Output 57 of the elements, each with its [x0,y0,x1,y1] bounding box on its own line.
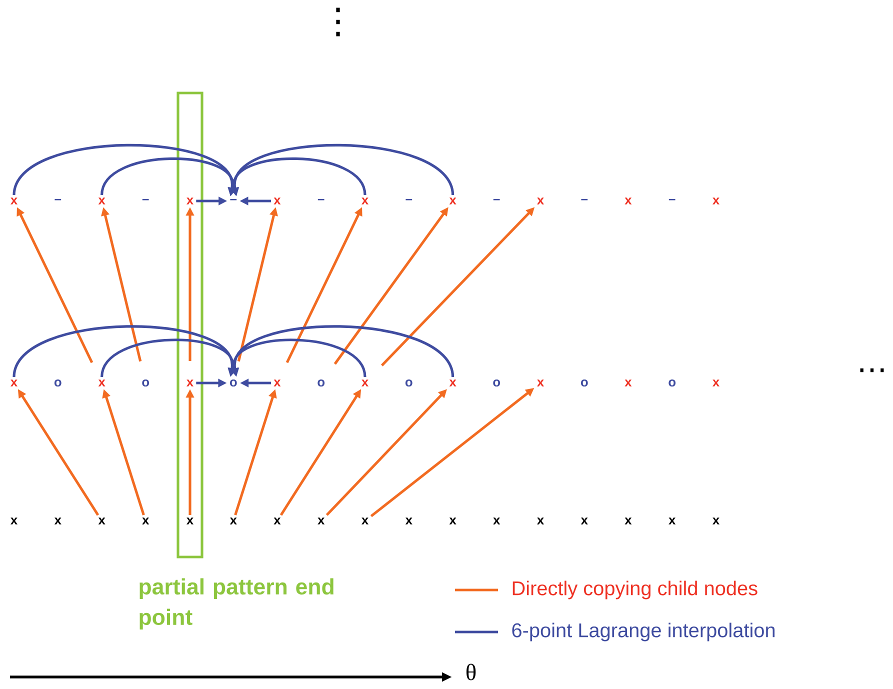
cross-mark: x [712,518,720,524]
dash-mark: – [54,198,62,200]
cross-mark: x [186,518,194,524]
cross-mark: x [98,518,106,524]
cross-mark: x [580,518,588,524]
dash-mark: – [230,198,237,200]
cross-mark: x [449,380,456,386]
ellipsis-mark: ⋯ [860,368,884,372]
dash-mark: – [318,198,324,200]
axis-label: θ [466,664,476,680]
circle-mark: o [54,379,62,387]
dash-mark: – [406,198,412,200]
circle-mark: o [668,379,676,387]
cross-mark: x [712,198,720,204]
ellipsis-mark: ⋮ [336,8,340,36]
cross-mark: x [230,518,237,524]
legend-item: Directly copying child nodes [455,580,758,600]
dash-mark: – [493,198,500,200]
dash-mark: – [668,198,676,200]
cross-mark: x [362,198,368,204]
cross-mark: x [449,518,456,524]
cross-mark: x [537,518,544,524]
cross-mark: x [10,198,18,204]
circle-mark: o [580,379,588,387]
cross-mark: x [362,380,368,386]
cross-mark: x [318,518,325,524]
cross-mark: x [624,518,632,524]
cross-mark: x [274,518,281,524]
cross-mark: x [54,518,62,524]
cross-mark: x [493,518,500,524]
dash-mark: – [142,198,149,200]
dash-mark: – [581,198,588,200]
cross-mark: x [405,518,412,524]
circle-mark: o [230,379,237,387]
node-label: partial pattern end point [140,578,334,630]
cross-mark: x [186,380,194,386]
cross-mark: x [624,380,632,386]
cross-mark: x [449,198,456,204]
legend-item: 6-point Lagrange interpolation [455,622,775,642]
cross-mark: x [274,198,281,204]
circle-mark: o [142,379,150,387]
cross-mark: x [186,198,194,204]
cross-mark: x [362,518,368,524]
cross-mark: x [624,198,632,204]
cross-mark: x [712,380,720,386]
circle-mark: o [405,379,412,387]
cross-mark: x [10,380,18,386]
cross-mark: x [10,518,18,524]
cross-mark: x [537,198,544,204]
cross-mark: x [142,518,150,524]
circle-mark: o [493,379,500,387]
cross-mark: x [98,198,106,204]
circle-mark: o [318,379,325,387]
cross-mark: x [98,380,106,386]
cross-mark: x [668,518,676,524]
cross-mark: x [274,380,281,386]
cross-mark: x [537,380,544,386]
